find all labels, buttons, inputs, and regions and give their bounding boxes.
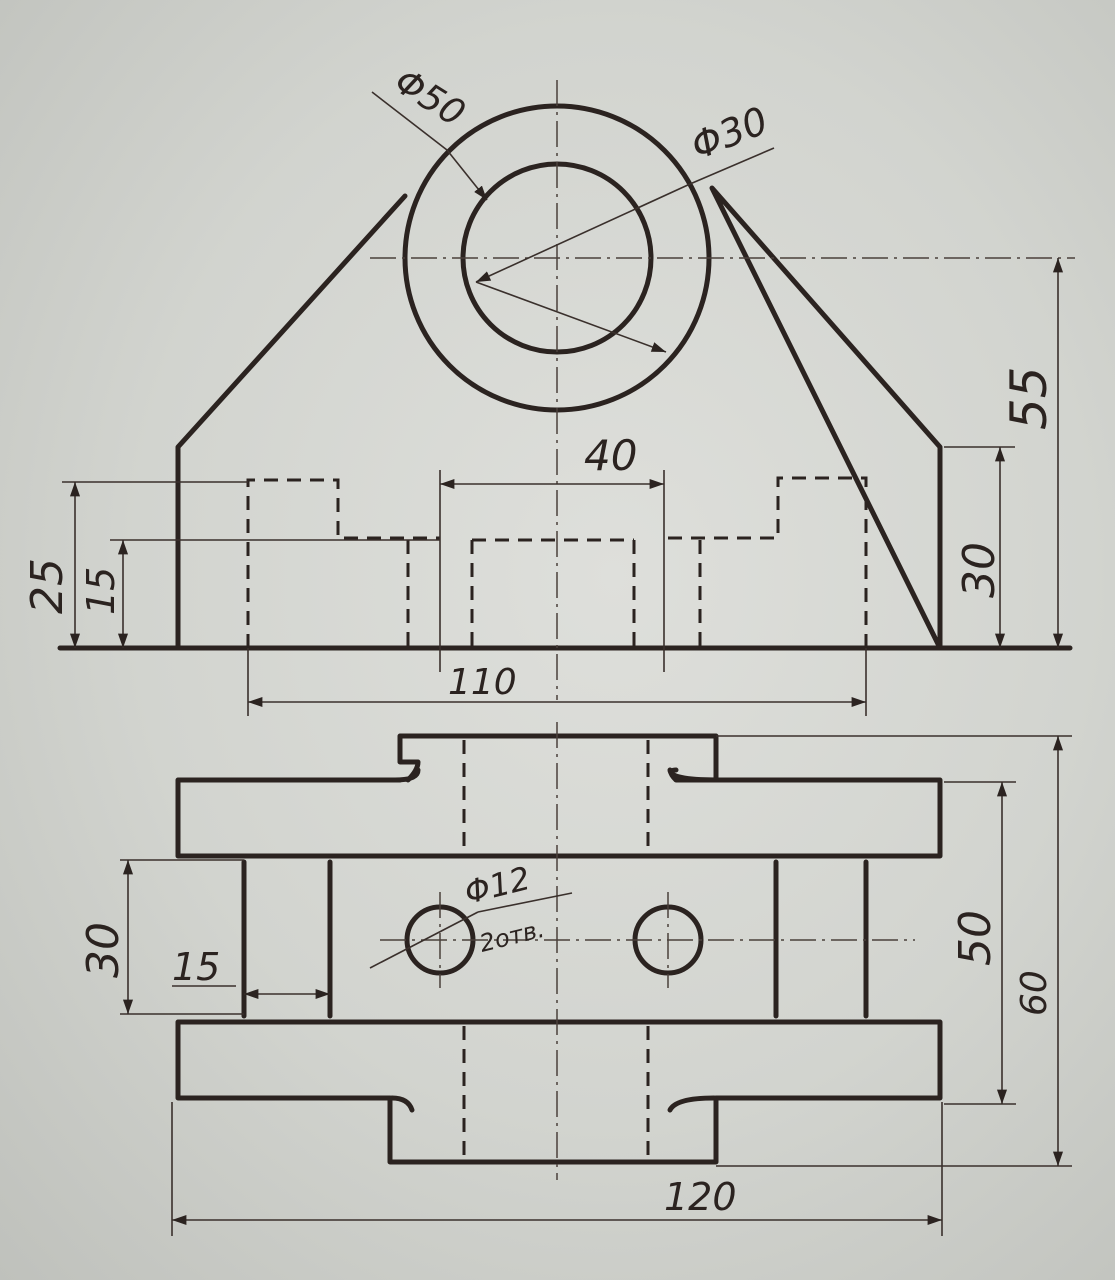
dim-55-label: 55 <box>1000 366 1058 430</box>
top-view-lower-right-hook <box>667 1095 717 1113</box>
phi50-label: Φ50 <box>387 61 472 135</box>
phi50-leader <box>371 91 448 151</box>
dim-15-front-label: 15 <box>79 567 123 615</box>
top-view-dimensions: 30 15 Φ12 2отв. 50 60 120 <box>78 735 1072 1236</box>
phi30-arrow <box>475 281 667 353</box>
top-view-lower-outline <box>175 1019 943 1165</box>
dim-60-label: 60 <box>1014 970 1055 1016</box>
phi30-label: Φ30 <box>685 98 774 168</box>
phi12-label: Φ12 <box>461 859 534 912</box>
dim-40-label: 40 <box>584 431 637 480</box>
dim-30-top-label: 30 <box>78 922 129 978</box>
dim-110-label: 110 <box>448 662 517 703</box>
top-view-lower-left-hook <box>389 1095 415 1113</box>
dim-30-front-label: 30 <box>954 542 1005 598</box>
dim-120-label: 120 <box>664 1175 737 1219</box>
phi50-arrow <box>446 149 488 201</box>
phi12-leader <box>369 911 479 969</box>
phi30-leader-in <box>475 183 691 283</box>
front-view <box>57 80 1075 700</box>
top-view-upper-left-hook <box>392 767 421 783</box>
front-view-outline <box>175 185 943 651</box>
top-view-upper-right-hook <box>667 767 719 783</box>
dim-50-label: 50 <box>950 910 1001 966</box>
hidden-left-step <box>246 478 440 648</box>
top-view-upper-outline <box>175 733 943 859</box>
hidden-right-step <box>665 476 868 648</box>
phi30-leader <box>689 147 775 185</box>
dim-25-label: 25 <box>22 558 73 614</box>
top-view <box>120 722 943 1180</box>
holes-count-note: 2отв. <box>477 915 548 958</box>
dim-15-top-label: 15 <box>172 945 220 989</box>
phi12-shelf <box>477 892 573 913</box>
